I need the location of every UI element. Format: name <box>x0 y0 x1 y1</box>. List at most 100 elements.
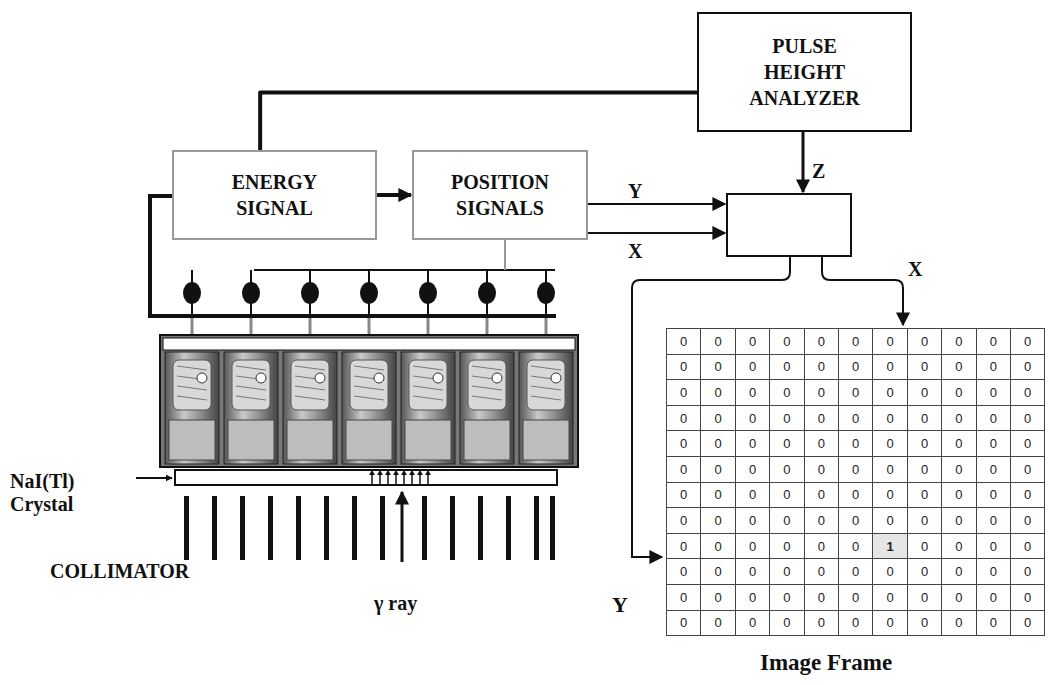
pre-wire <box>545 302 547 316</box>
septum <box>240 496 245 560</box>
pixel-cell: 0 <box>907 507 942 534</box>
pmt-mark <box>197 373 207 383</box>
signal-label: Z <box>812 160 825 183</box>
pixel-cell: 0 <box>838 482 873 509</box>
pixel-cell: 0 <box>941 354 976 381</box>
dynode <box>354 396 384 400</box>
box-title: POSITION SIGNALS <box>435 169 565 221</box>
pre-wire <box>368 270 370 284</box>
pixel-cell: 0 <box>838 405 873 432</box>
signal-label: X <box>628 240 642 263</box>
pixel-cell: 0 <box>1010 354 1045 381</box>
dynode <box>295 386 325 390</box>
dynode <box>295 396 325 400</box>
pixel-cell: 0 <box>872 328 907 355</box>
position-feed <box>504 240 506 270</box>
pmt-base <box>169 420 215 460</box>
pmt-tube <box>460 352 514 464</box>
pixel-cell: 0 <box>666 379 701 406</box>
z-wire <box>802 132 805 192</box>
pmt-lead <box>545 318 548 336</box>
pixel-cell: 0 <box>769 482 804 509</box>
pixel-cell: 0 <box>666 354 701 381</box>
pixel-cell: 0 <box>666 558 701 585</box>
pixel-cell: 0 <box>838 379 873 406</box>
signal-bus <box>254 269 555 271</box>
pixel-cell: 0 <box>976 379 1011 406</box>
pmt-glass <box>291 360 329 410</box>
dynode <box>354 386 384 390</box>
pixel-cell: 0 <box>941 584 976 611</box>
pixel-cell: 0 <box>804 430 839 457</box>
y-output <box>632 256 790 557</box>
pixel-cell: 0 <box>735 584 770 611</box>
dynode <box>472 386 502 390</box>
pixel-cell: 0 <box>872 584 907 611</box>
pmt-glass <box>232 360 270 410</box>
pixel-cell: 0 <box>700 405 735 432</box>
nai-crystal <box>175 470 557 485</box>
septum <box>324 496 329 560</box>
pixel-cell: 0 <box>1010 584 1045 611</box>
pixel-cell: 0 <box>700 482 735 509</box>
pixel-cell: 0 <box>735 379 770 406</box>
pmt-glass <box>468 360 506 410</box>
pixel-cell: 0 <box>666 584 701 611</box>
signal-connector <box>260 92 697 150</box>
dynode <box>413 386 443 390</box>
signal-box: ENERGY SIGNAL <box>172 150 377 240</box>
pixel-cell: 0 <box>907 379 942 406</box>
pre-wire <box>191 270 193 284</box>
pixel-cell: 0 <box>700 584 735 611</box>
pixel-cell: 1 <box>872 533 907 560</box>
pixel-cell: 0 <box>907 456 942 483</box>
pixel-cell: 0 <box>735 456 770 483</box>
pixel-cell: 0 <box>941 507 976 534</box>
part-label: NaI(Tl) Crystal <box>10 470 130 516</box>
box-title: ENERGY SIGNAL <box>215 169 335 221</box>
pmt-lead <box>250 318 253 336</box>
septum <box>422 496 427 560</box>
pixel-cell: 0 <box>769 430 804 457</box>
pixel-cell: 0 <box>941 558 976 585</box>
pmt-tube <box>401 352 455 464</box>
part-label: COLLIMATOR <box>50 560 189 583</box>
pre-wire <box>545 270 547 284</box>
pixel-cell: 0 <box>838 507 873 534</box>
pixel-cell: 0 <box>976 610 1011 637</box>
pmt-base <box>405 420 451 460</box>
pmt-tube <box>224 352 278 464</box>
crystal-leader <box>136 477 172 479</box>
dynode <box>531 386 561 390</box>
septum <box>212 496 217 560</box>
pixel-cell: 0 <box>838 610 873 637</box>
pixel-cell: 0 <box>872 456 907 483</box>
pixel-cell: 0 <box>941 430 976 457</box>
light-head <box>377 470 383 475</box>
pixel-cell: 0 <box>735 610 770 637</box>
pmt-mark <box>492 373 502 383</box>
light-head <box>385 470 391 475</box>
pmt-mark <box>256 373 266 383</box>
pre-wire <box>309 302 311 316</box>
pixel-cell: 0 <box>872 558 907 585</box>
pixel-cell: 0 <box>976 558 1011 585</box>
pmt-tube <box>342 352 396 464</box>
pixel-cell: 0 <box>804 482 839 509</box>
pixel-cell: 0 <box>907 482 942 509</box>
pixel-cell: 0 <box>976 328 1011 355</box>
pixel-cell: 0 <box>838 558 873 585</box>
pixel-cell: 0 <box>1010 456 1045 483</box>
pmt-mark <box>315 373 325 383</box>
pixel-cell: 0 <box>666 430 701 457</box>
pmt-base <box>346 420 392 460</box>
pmt-lead <box>427 318 430 336</box>
pixel-cell: 0 <box>700 328 735 355</box>
pixel-cell: 0 <box>941 456 976 483</box>
pixel-cell: 0 <box>769 456 804 483</box>
pixel-cell: 0 <box>804 354 839 381</box>
dynode <box>413 366 443 370</box>
preamp-dot <box>360 282 378 304</box>
pixel-cell: 0 <box>666 405 701 432</box>
pixel-cell: 0 <box>1010 379 1045 406</box>
